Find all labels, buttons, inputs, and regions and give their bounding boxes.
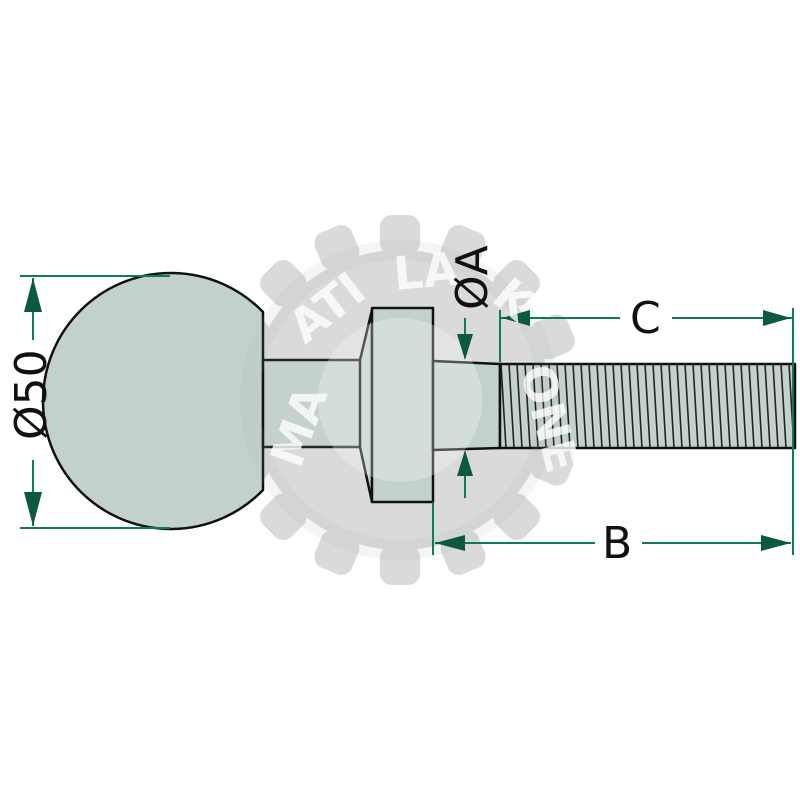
watermark-overlay [240,240,560,560]
dimension-lines [20,275,794,555]
svg-text:LA: LA [391,241,461,300]
threaded-section [498,362,797,450]
shank-diameter-label: ØA [447,245,498,310]
thread-length-label: C [630,293,661,344]
ball-stud [41,271,797,531]
total-length-label: B [602,518,632,569]
ball-head [41,271,265,531]
ball-diameter-label: Ø50 [6,349,57,440]
shank [261,358,365,449]
collar [370,306,435,504]
